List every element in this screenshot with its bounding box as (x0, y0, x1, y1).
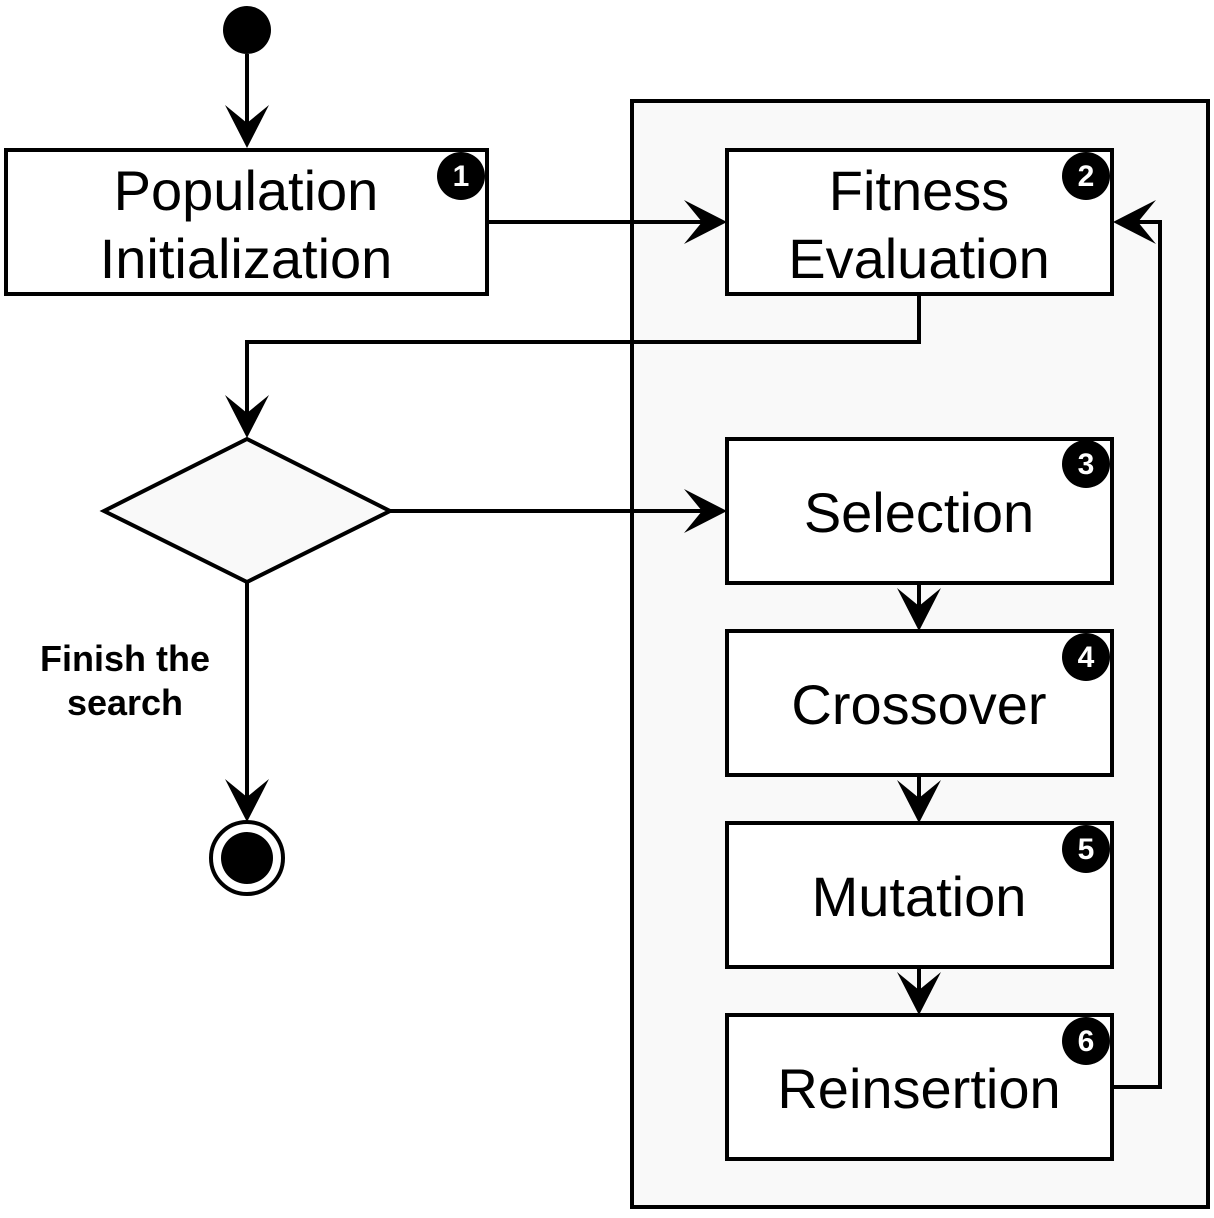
step-badge-2 (1062, 152, 1110, 200)
end-node (209, 820, 285, 896)
selection-node: Selection 3 (725, 437, 1114, 585)
mutation-node: Mutation 5 (725, 821, 1114, 969)
step-badge-3 (1062, 440, 1110, 488)
step-badge-6-number: 6 (1078, 1025, 1095, 1058)
step-badge-6 (1062, 1017, 1110, 1065)
population-initialization-label-line2: Initialization (100, 227, 393, 290)
crossover-node: Crossover 4 (725, 629, 1114, 777)
step-badge-5 (1062, 825, 1110, 873)
step-badge-3-number: 3 (1078, 448, 1095, 481)
edge-population-to-fitness (489, 200, 727, 244)
step-badge-4-number: 4 (1078, 641, 1095, 674)
mutation-label: Mutation (812, 865, 1027, 928)
crossover-label: Crossover (791, 673, 1046, 736)
finish-search-label-line1: Finish the (40, 638, 210, 679)
fitness-evaluation-label-line2: Evaluation (788, 227, 1050, 290)
population-initialization-node: Population Initialization 1 (4, 148, 489, 296)
edge-crossover-to-mutation (897, 777, 941, 823)
decision-node (99, 436, 395, 585)
edge-mutation-to-reinsertion (897, 969, 941, 1015)
fitness-evaluation-node: Fitness Evaluation 2 (725, 148, 1114, 296)
step-badge-5-number: 5 (1078, 833, 1095, 866)
selection-label: Selection (804, 481, 1034, 544)
edge-start-to-population (225, 54, 269, 148)
edge-fitness-to-decision (225, 296, 921, 438)
population-initialization-label-line1: Population (114, 159, 379, 222)
step-badge-1-number: 1 (453, 160, 470, 193)
edge-decision-to-selection (390, 489, 727, 533)
edge-decision-to-end (225, 582, 269, 822)
fitness-evaluation-label-line1: Fitness (829, 159, 1010, 222)
step-badge-4 (1062, 633, 1110, 681)
finish-search-label-line2: search (67, 682, 183, 723)
reinsertion-node: Reinsertion 6 (725, 1013, 1114, 1161)
edge-selection-to-crossover (897, 585, 941, 631)
edge-reinsertion-to-fitness (1113, 200, 1162, 1089)
reinsertion-label: Reinsertion (777, 1057, 1060, 1120)
start-node (223, 6, 271, 54)
step-badge-2-number: 2 (1078, 160, 1095, 193)
step-badge-1 (437, 152, 485, 200)
